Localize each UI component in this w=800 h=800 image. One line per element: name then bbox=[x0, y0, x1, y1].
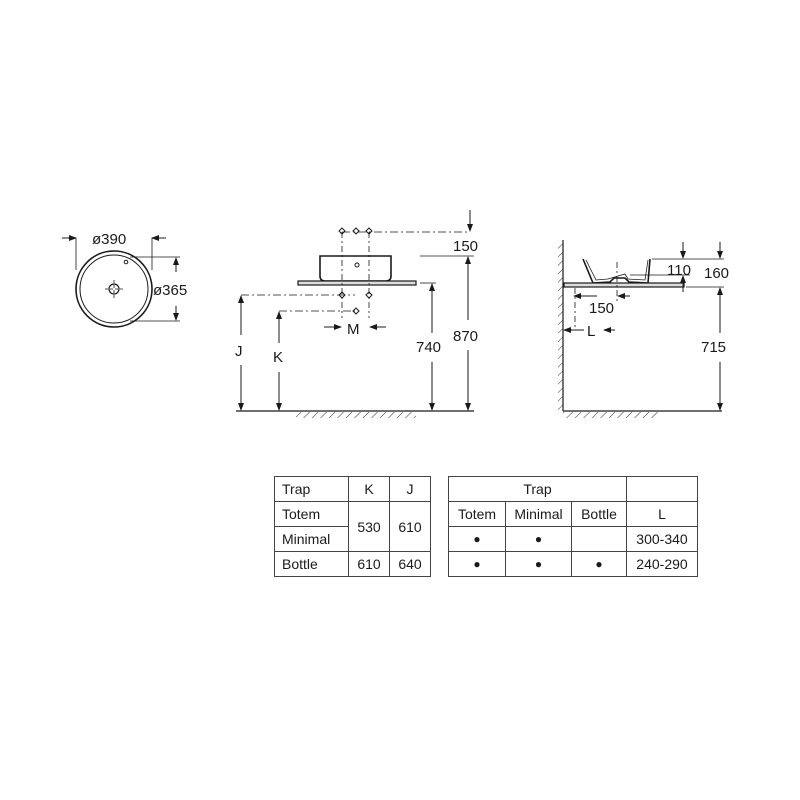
floor-hatch-side bbox=[563, 412, 659, 418]
row2-L-value: 240-290 bbox=[626, 551, 698, 577]
subheader-bottle: Bottle bbox=[571, 501, 627, 527]
overflow-hole-front bbox=[354, 262, 360, 268]
dim-110: 110 bbox=[667, 262, 691, 279]
header-trap-group: Trap bbox=[448, 476, 627, 502]
subheader-minimal: Minimal bbox=[505, 501, 572, 527]
overflow-hole bbox=[123, 259, 129, 265]
row2-bottle-dot: ● bbox=[571, 551, 627, 577]
row1-totem-dot: ● bbox=[448, 526, 506, 552]
trap-height-table: Trap K J Totem 530 610 Minimal Bottle 61… bbox=[274, 476, 431, 577]
row-label-totem: Totem bbox=[274, 501, 349, 527]
header-J: J bbox=[389, 476, 431, 502]
row-label-minimal: Minimal bbox=[274, 526, 349, 552]
dim-d365: ø365 bbox=[153, 282, 187, 299]
row1-L-value: 300-340 bbox=[626, 526, 698, 552]
cell-totem-minimal-K: 530 bbox=[348, 501, 390, 552]
dim-740: 740 bbox=[416, 339, 441, 356]
front-view bbox=[236, 210, 474, 412]
countertop-front bbox=[297, 280, 417, 286]
cell-totem-minimal-J: 610 bbox=[389, 501, 431, 552]
header-L: L bbox=[626, 501, 698, 527]
row-label-bottle: Bottle bbox=[274, 551, 349, 577]
subheader-totem: Totem bbox=[448, 501, 506, 527]
cell-bottle-K: 610 bbox=[348, 551, 390, 577]
dim-150-front: 150 bbox=[453, 238, 478, 255]
floor-hatch-front bbox=[296, 412, 416, 418]
basin-inner-circle bbox=[79, 254, 149, 324]
dim-160: 160 bbox=[704, 265, 729, 282]
dim-d390: ø390 bbox=[92, 231, 126, 248]
dim-K: K bbox=[273, 349, 283, 366]
dim-L: L bbox=[587, 323, 595, 340]
header-K: K bbox=[348, 476, 390, 502]
wall-hatch bbox=[558, 240, 563, 411]
countertop-side bbox=[563, 282, 685, 288]
dim-715: 715 bbox=[701, 339, 726, 356]
row2-minimal-dot: ● bbox=[505, 551, 572, 577]
trap-distance-table: Trap Totem Minimal Bottle L ● ● 300-340 … bbox=[448, 476, 698, 577]
header-trap: Trap bbox=[274, 476, 349, 502]
basin-front-outline bbox=[319, 255, 392, 282]
dim-150-side: 150 bbox=[589, 300, 614, 317]
header-empty bbox=[626, 476, 698, 502]
basin-outer-circle bbox=[75, 250, 153, 328]
drain-circle bbox=[108, 283, 120, 295]
dim-J: J bbox=[235, 343, 243, 360]
top-view bbox=[62, 235, 180, 328]
cell-bottle-J: 640 bbox=[389, 551, 431, 577]
dim-870: 870 bbox=[453, 328, 478, 345]
row1-minimal-dot: ● bbox=[505, 526, 572, 552]
dim-M: M bbox=[347, 321, 360, 338]
row1-bottle-empty bbox=[571, 526, 627, 552]
row2-totem-dot: ● bbox=[448, 551, 506, 577]
